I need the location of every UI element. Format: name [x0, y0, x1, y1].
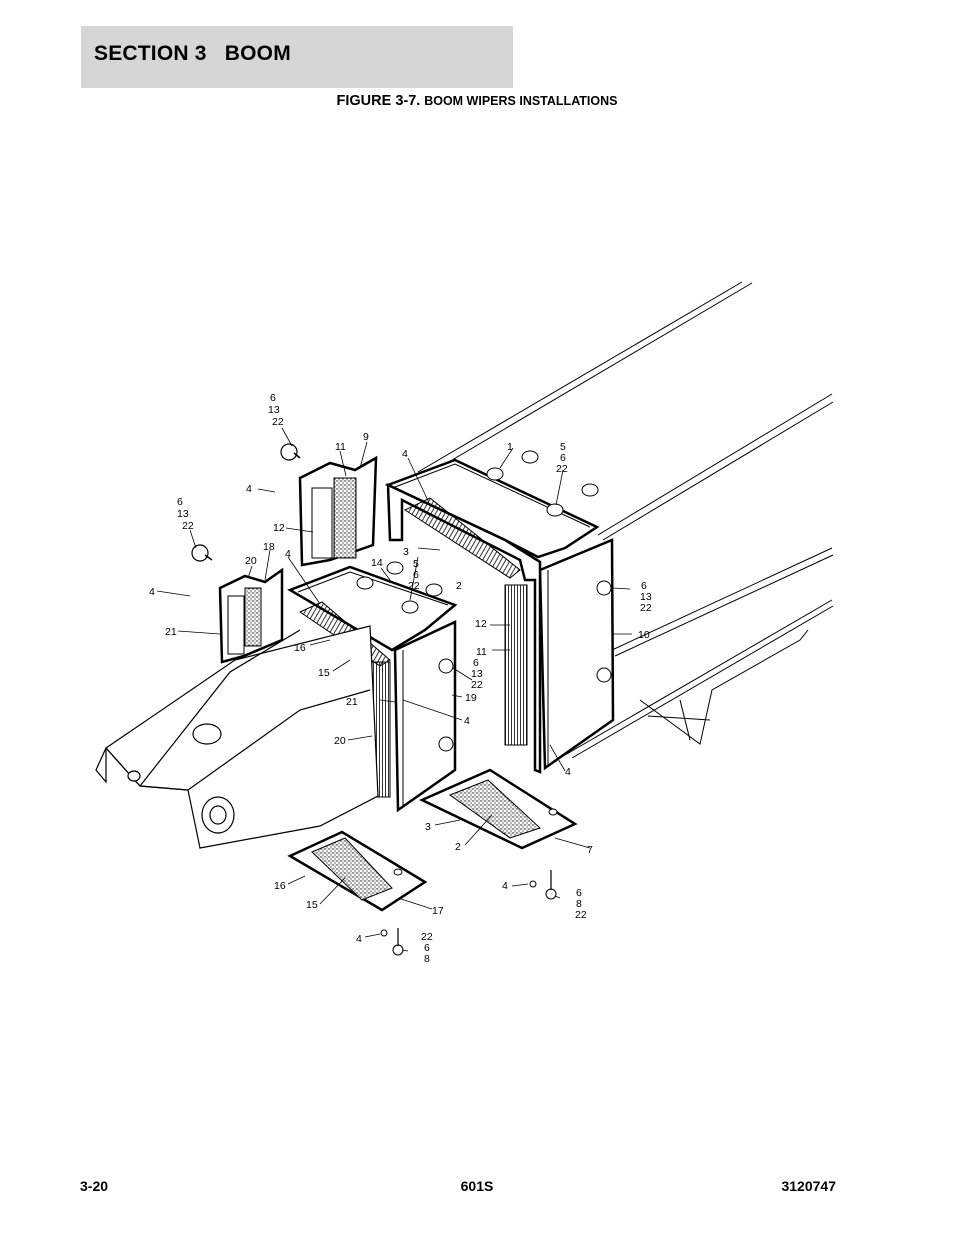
figure-label: FIGURE 3-7. — [336, 93, 421, 109]
page-number: 3-20 — [80, 1178, 109, 1194]
callout-6-8-22-1: 8 — [576, 898, 582, 910]
callout-12-upper: 12 — [273, 522, 285, 534]
callout-5-6-22-lower-0: 5 — [413, 558, 419, 570]
callout-6-13-22-top-0: 6 — [270, 392, 276, 404]
callout-6-13-22-right-0: 6 — [641, 580, 647, 592]
callout-16-upper: 16 — [294, 642, 306, 654]
callout-6-13-22-top-1: 13 — [268, 404, 280, 416]
side-wiper-assy-lower — [191, 544, 284, 664]
callout-22-6-8-2: 8 — [424, 953, 430, 965]
callout-21-left: 21 — [165, 626, 177, 638]
callout-16-lower: 16 — [274, 880, 286, 892]
outer-boom-section — [417, 281, 834, 759]
callout-12-right: 12 — [475, 618, 487, 630]
model-number: 601S — [460, 1178, 494, 1194]
callout-22-6-8-0: 22 — [421, 931, 433, 943]
callout-14: 14 — [371, 557, 383, 569]
callout-3-lower: 3 — [425, 821, 431, 833]
callout-19: 19 — [465, 692, 477, 704]
callout-6-13-22-left-2: 22 — [182, 520, 194, 532]
document-number: 3120747 — [781, 1178, 836, 1194]
figure-title: BOOM WIPERS INSTALLATIONS — [424, 94, 618, 108]
callout-1: 1 — [507, 441, 513, 453]
figure-caption: FIGURE 3-7. BOOM WIPERS INSTALLATIONS — [0, 92, 954, 109]
callout-5-6-22-upper-2: 22 — [556, 463, 568, 475]
callout-labels: 6 13 22 6 13 22 6 13 22 6 13 22 5 6 22 5… — [149, 392, 652, 965]
callout-6-13-22-mid-0: 6 — [473, 657, 479, 669]
callout-4-far-left: 4 — [149, 586, 155, 598]
callout-4-bottom-right: 4 — [502, 880, 508, 892]
callout-4-side-upper: 4 — [246, 483, 252, 495]
callout-6-13-22-mid-2: 22 — [471, 679, 483, 691]
callout-9: 9 — [363, 431, 369, 443]
callout-21-center: 21 — [346, 696, 358, 708]
callout-5-6-22-lower-1: 6 — [413, 569, 419, 581]
section-header: SECTION 3 BOOM — [81, 26, 513, 88]
callout-2-upper: 2 — [456, 580, 462, 592]
callout-4-side-lower: 4 — [285, 548, 291, 560]
callout-10: 10 — [638, 629, 650, 641]
bottom-wiper-assy-outer — [419, 768, 578, 900]
callout-5-6-22-upper-0: 5 — [560, 441, 566, 453]
callout-6-8-22-2: 22 — [575, 909, 587, 921]
callout-6-13-22-right-1: 13 — [640, 591, 652, 603]
callout-20-upper: 20 — [245, 555, 257, 567]
callout-18: 18 — [263, 541, 275, 553]
callout-6-13-22-mid-1: 13 — [471, 668, 483, 680]
boom-nose-section — [95, 625, 379, 849]
callout-6-13-22-right-2: 22 — [640, 602, 652, 614]
side-wiper-assy-upper — [280, 443, 378, 567]
callout-3-upper: 3 — [403, 546, 409, 558]
callout-5-6-22-lower-2: 22 — [408, 580, 420, 592]
leader-lines — [156, 427, 632, 952]
callout-11-upper: 11 — [335, 441, 346, 453]
callout-15-lower: 15 — [306, 899, 318, 911]
callout-6-13-22-left-1: 13 — [177, 508, 189, 520]
callout-4-bottom-left: 4 — [356, 933, 362, 945]
callout-4-upper: 4 — [402, 448, 408, 460]
callout-11-right: 11 — [476, 646, 487, 658]
callout-6-13-22-left-0: 6 — [177, 496, 183, 508]
callout-22-6-8-1: 6 — [424, 942, 430, 954]
callout-6-13-22-top-2: 22 — [272, 416, 284, 428]
callout-2-lower: 2 — [455, 841, 461, 853]
section-title: SECTION 3 BOOM — [94, 42, 291, 65]
callout-17: 17 — [432, 905, 444, 917]
callout-7: 7 — [587, 844, 593, 856]
callout-4-lower-right: 4 — [565, 766, 571, 778]
callout-4-center: 4 — [464, 715, 470, 727]
callout-20-center: 20 — [334, 735, 346, 747]
callout-5-6-22-upper-1: 6 — [560, 452, 566, 464]
outer-wiper-frame — [384, 450, 615, 774]
callout-15-upper: 15 — [318, 667, 330, 679]
callout-6-8-22-0: 6 — [576, 887, 582, 899]
